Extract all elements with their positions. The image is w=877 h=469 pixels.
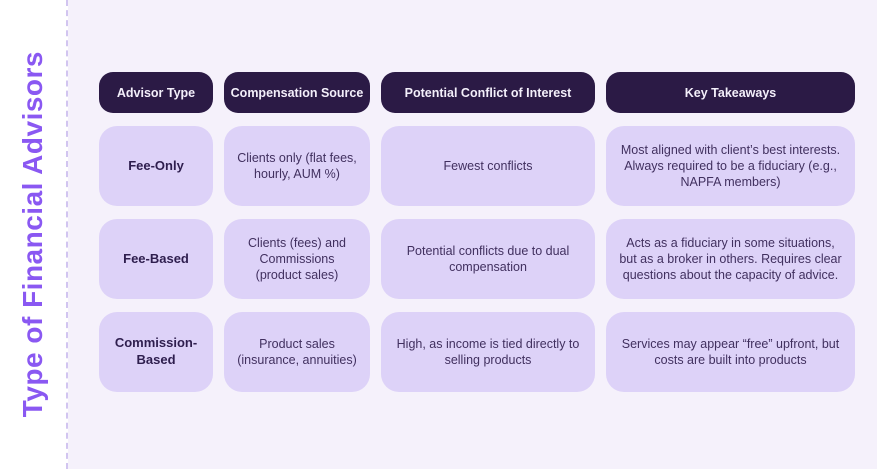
cell-fee-based-conflict: Potential conflicts due to dual compensa… — [381, 219, 595, 299]
cell-commission-based-takeaway: Services may appear “free” upfront, but … — [606, 312, 855, 392]
cell-fee-only-takeaway: Most aligned with client’s best interest… — [606, 126, 855, 206]
cell-fee-only-compensation: Clients only (flat fees, hourly, AUM %) — [224, 126, 370, 206]
cell-commission-based-compensation: Product sales (insurance, annuities) — [224, 312, 370, 392]
cell-fee-based-takeaway: Acts as a fiduciary in some situations, … — [606, 219, 855, 299]
left-sidebar: Type of Financial Advisors — [0, 0, 68, 469]
column-header-compensation-source: Compensation Source — [224, 72, 370, 113]
cell-fee-based-compensation: Clients (fees) and Commissions (product … — [224, 219, 370, 299]
advisor-table: Advisor Type Compensation Source Potenti… — [99, 72, 855, 392]
cell-fee-only-conflict: Fewest conflicts — [381, 126, 595, 206]
cell-fee-only-type: Fee-Only — [99, 126, 213, 206]
cell-fee-based-type: Fee-Based — [99, 219, 213, 299]
cell-commission-based-conflict: High, as income is tied directly to sell… — [381, 312, 595, 392]
column-header-potential-conflict: Potential Conflict of Interest — [381, 72, 595, 113]
cell-commission-based-type: Commission-Based — [99, 312, 213, 392]
page-title: Type of Financial Advisors — [17, 51, 48, 418]
column-header-key-takeaways: Key Takeaways — [606, 72, 855, 113]
table-area: Advisor Type Compensation Source Potenti… — [68, 0, 877, 469]
column-header-advisor-type: Advisor Type — [99, 72, 213, 113]
